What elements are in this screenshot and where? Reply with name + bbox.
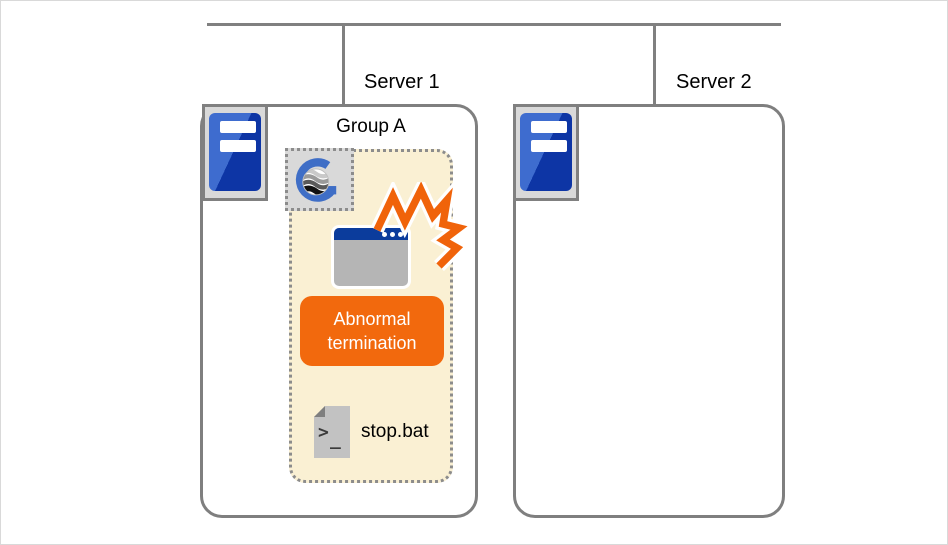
server-icon	[202, 104, 268, 201]
abnormal-termination-line1: Abnormal	[333, 309, 411, 329]
application-window-icon	[334, 228, 408, 286]
network-bus-line	[207, 23, 781, 26]
batch-prompt-glyph: >	[318, 422, 329, 443]
server1-connector-line	[342, 25, 345, 105]
server-slot-bar	[531, 121, 567, 133]
server-tower-shape	[209, 113, 261, 191]
server2-connector-line	[653, 25, 656, 105]
batch-cursor-glyph: _	[330, 429, 341, 450]
abnormal-termination-badge: Abnormal termination	[300, 296, 444, 366]
middleware-logo-tile	[285, 148, 354, 211]
abnormal-termination-line2: termination	[327, 333, 417, 353]
window-titlebar	[334, 228, 408, 240]
window-titlebar-dot	[390, 232, 395, 237]
crash-burst-icon	[370, 182, 475, 271]
window-titlebar-dot	[398, 232, 403, 237]
server1-label: Server 1	[364, 71, 440, 93]
server2-label: Server 2	[676, 71, 752, 93]
server-slot-bar	[220, 140, 256, 152]
server-tower-shape	[520, 113, 572, 191]
server-icon	[513, 104, 579, 201]
batch-file-name: stop.bat	[361, 421, 429, 442]
server-slot-bar	[531, 140, 567, 152]
middleware-logo-icon	[295, 157, 337, 202]
batch-file-icon: > _	[314, 406, 350, 458]
window-titlebar-dot	[382, 232, 387, 237]
group-a-label: Group A	[336, 116, 406, 137]
server-slot-bar	[220, 121, 256, 133]
